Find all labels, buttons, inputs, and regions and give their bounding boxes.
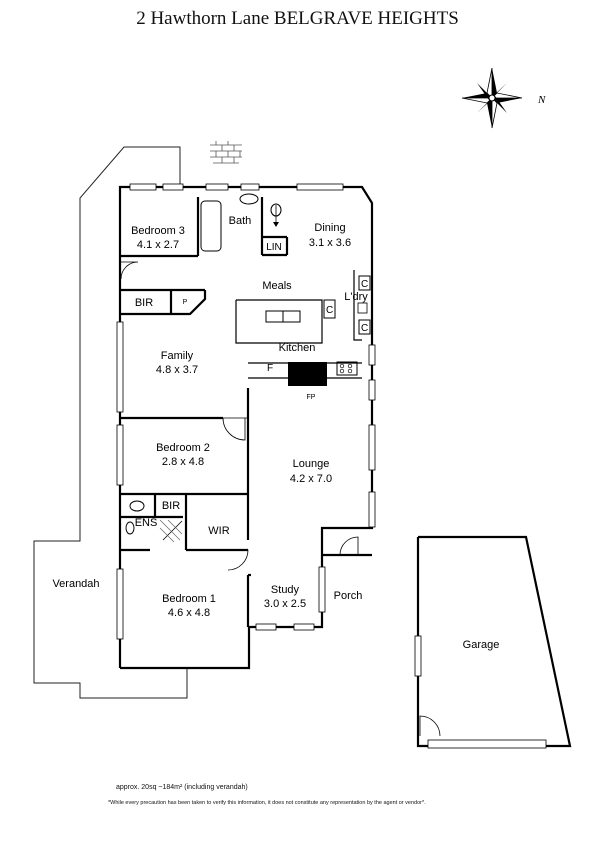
bathtub-icon — [200, 200, 222, 252]
lounge-dims: 4.2 x 7.0 — [290, 473, 332, 485]
page-title: 2 Hawthorn Lane BELGRAVE HEIGHTS — [136, 8, 459, 29]
bir-top-label: BIR — [135, 297, 153, 309]
study-label: Study — [271, 584, 300, 596]
bir-bottom-label: BIR — [162, 500, 180, 512]
family-label: Family — [161, 350, 194, 362]
lounge-label: Lounge — [293, 458, 330, 470]
doors — [120, 261, 359, 571]
wir-label: WIR — [208, 525, 229, 537]
shower-icon — [159, 519, 183, 543]
bedroom1-label: Bedroom 1 — [162, 593, 216, 605]
cupboard-label: C — [361, 323, 368, 334]
bedroom2-dims: 2.8 x 4.8 — [162, 456, 204, 468]
area-note: approx. 20sq ~184m² (including verandah) — [116, 784, 248, 791]
ensuite-toilet-icon — [125, 521, 135, 535]
bedroom1-dims: 4.6 x 4.8 — [168, 607, 210, 619]
compass-rose-icon — [461, 67, 523, 129]
north-label: N — [537, 94, 546, 106]
pantry-label: P — [183, 299, 188, 306]
fireplace-label: FP — [307, 394, 316, 401]
basin-icon — [239, 193, 259, 205]
ensuite-label: ENS — [135, 517, 158, 529]
family-dims: 4.8 x 3.7 — [156, 364, 198, 376]
study-dims: 3.0 x 2.5 — [264, 598, 306, 610]
disclaimer: *While every precaution has been taken t… — [108, 800, 426, 806]
windows — [116, 183, 376, 640]
bedroom3-label: Bedroom 3 — [131, 225, 185, 237]
kitchen-label: Kitchen — [279, 342, 316, 354]
porch-label: Porch — [334, 590, 363, 602]
laundry-label: L'dry — [344, 291, 368, 303]
chimney-brick-icon — [210, 141, 242, 164]
fridge-label: F — [267, 363, 273, 374]
verandah-outline — [33, 146, 188, 699]
bath-label: Bath — [229, 215, 252, 227]
cooktop-icon — [336, 361, 358, 376]
ensuite-basin-icon — [129, 500, 145, 512]
verandah-label: Verandah — [52, 578, 99, 590]
meals-label: Meals — [262, 280, 292, 292]
dining-label: Dining — [314, 222, 345, 234]
linen-label: LIN — [266, 242, 282, 253]
bedroom3-dims: 4.1 x 2.7 — [137, 239, 179, 251]
fireplace-hearth — [288, 362, 327, 386]
cupboard-label: C — [361, 279, 368, 290]
bedroom2-label: Bedroom 2 — [156, 442, 210, 454]
garage-label: Garage — [463, 639, 500, 651]
kitchen-bench — [235, 299, 323, 344]
dining-dims: 3.1 x 3.6 — [309, 237, 351, 249]
cupboard-label: C — [326, 305, 333, 316]
